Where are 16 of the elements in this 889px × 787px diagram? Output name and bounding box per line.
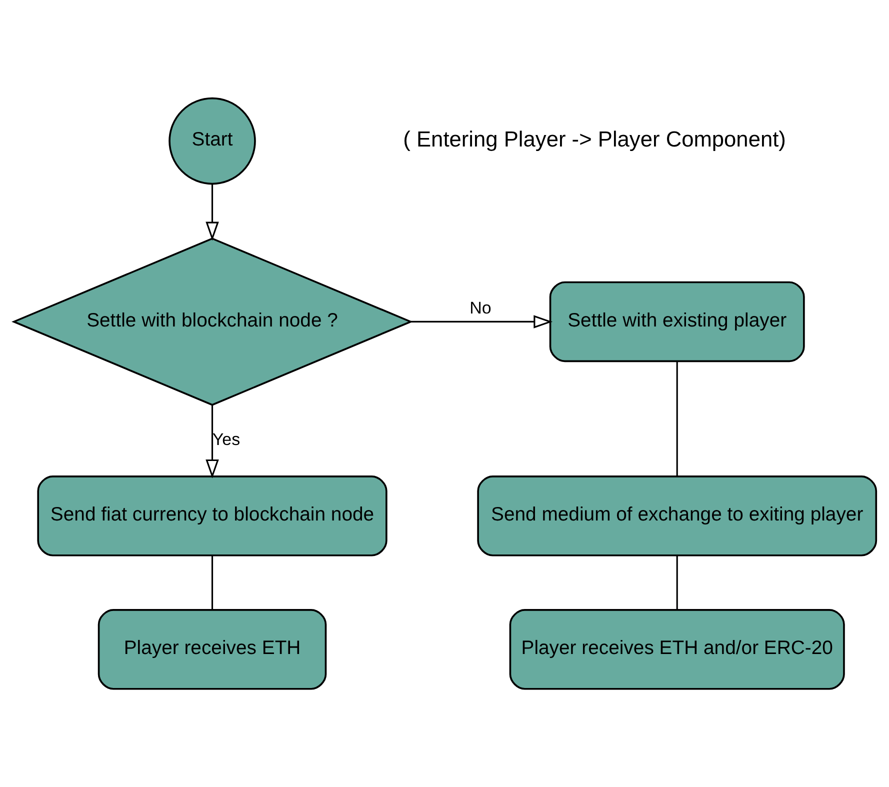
node-box: Send medium of exchange to exiting player: [476, 476, 877, 556]
node-diamond: Settle with blockchain node ?: [11, 238, 413, 406]
node-box: Player receives ETH: [97, 609, 326, 690]
connector: [210, 555, 213, 610]
node-circle: Start: [168, 97, 256, 185]
node-box: Player receives ETH and/or ERC-20: [508, 609, 844, 690]
connector: [676, 361, 678, 476]
arrow: [205, 184, 218, 241]
label: ( Entering Player -> Player Component): [402, 126, 786, 152]
node-box: Settle with existing player: [548, 281, 804, 362]
node-box: Send fiat currency to blockchain node: [36, 476, 387, 556]
arrow: [410, 315, 552, 328]
connector: [676, 555, 678, 610]
arrow: [205, 405, 218, 478]
edge-label: Yes: [212, 430, 240, 450]
edge-label: No: [469, 298, 491, 318]
